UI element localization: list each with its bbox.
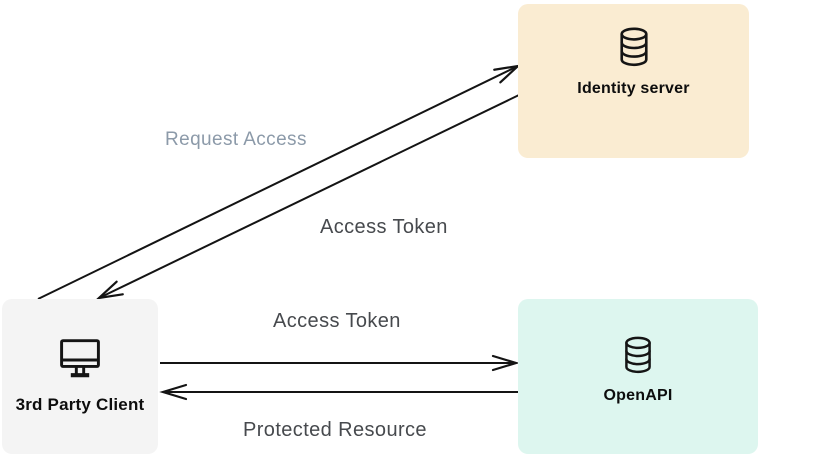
request-access-arrow	[37, 64, 522, 300]
edge-label-access-token-identity: Access Token	[320, 216, 448, 238]
node-third-party-client: 3rd Party Client	[2, 299, 158, 454]
edge-label-protected-resource: Protected Resource	[243, 419, 427, 441]
database-icon	[619, 27, 648, 67]
edge-label-access-token-openapi: Access Token	[273, 310, 401, 332]
node-label-third-party-client: 3rd Party Client	[15, 395, 145, 414]
monitor-icon	[60, 339, 100, 378]
node-identity-server: Identity server	[518, 4, 749, 158]
node-openapi: OpenAPI	[518, 299, 758, 454]
edge-label-request-access: Request Access	[165, 129, 307, 150]
access-token-from-identity-arrow	[95, 94, 520, 300]
node-label-identity-server: Identity server	[577, 80, 690, 97]
node-label-openapi: OpenAPI	[603, 387, 673, 404]
database-icon	[625, 336, 651, 374]
